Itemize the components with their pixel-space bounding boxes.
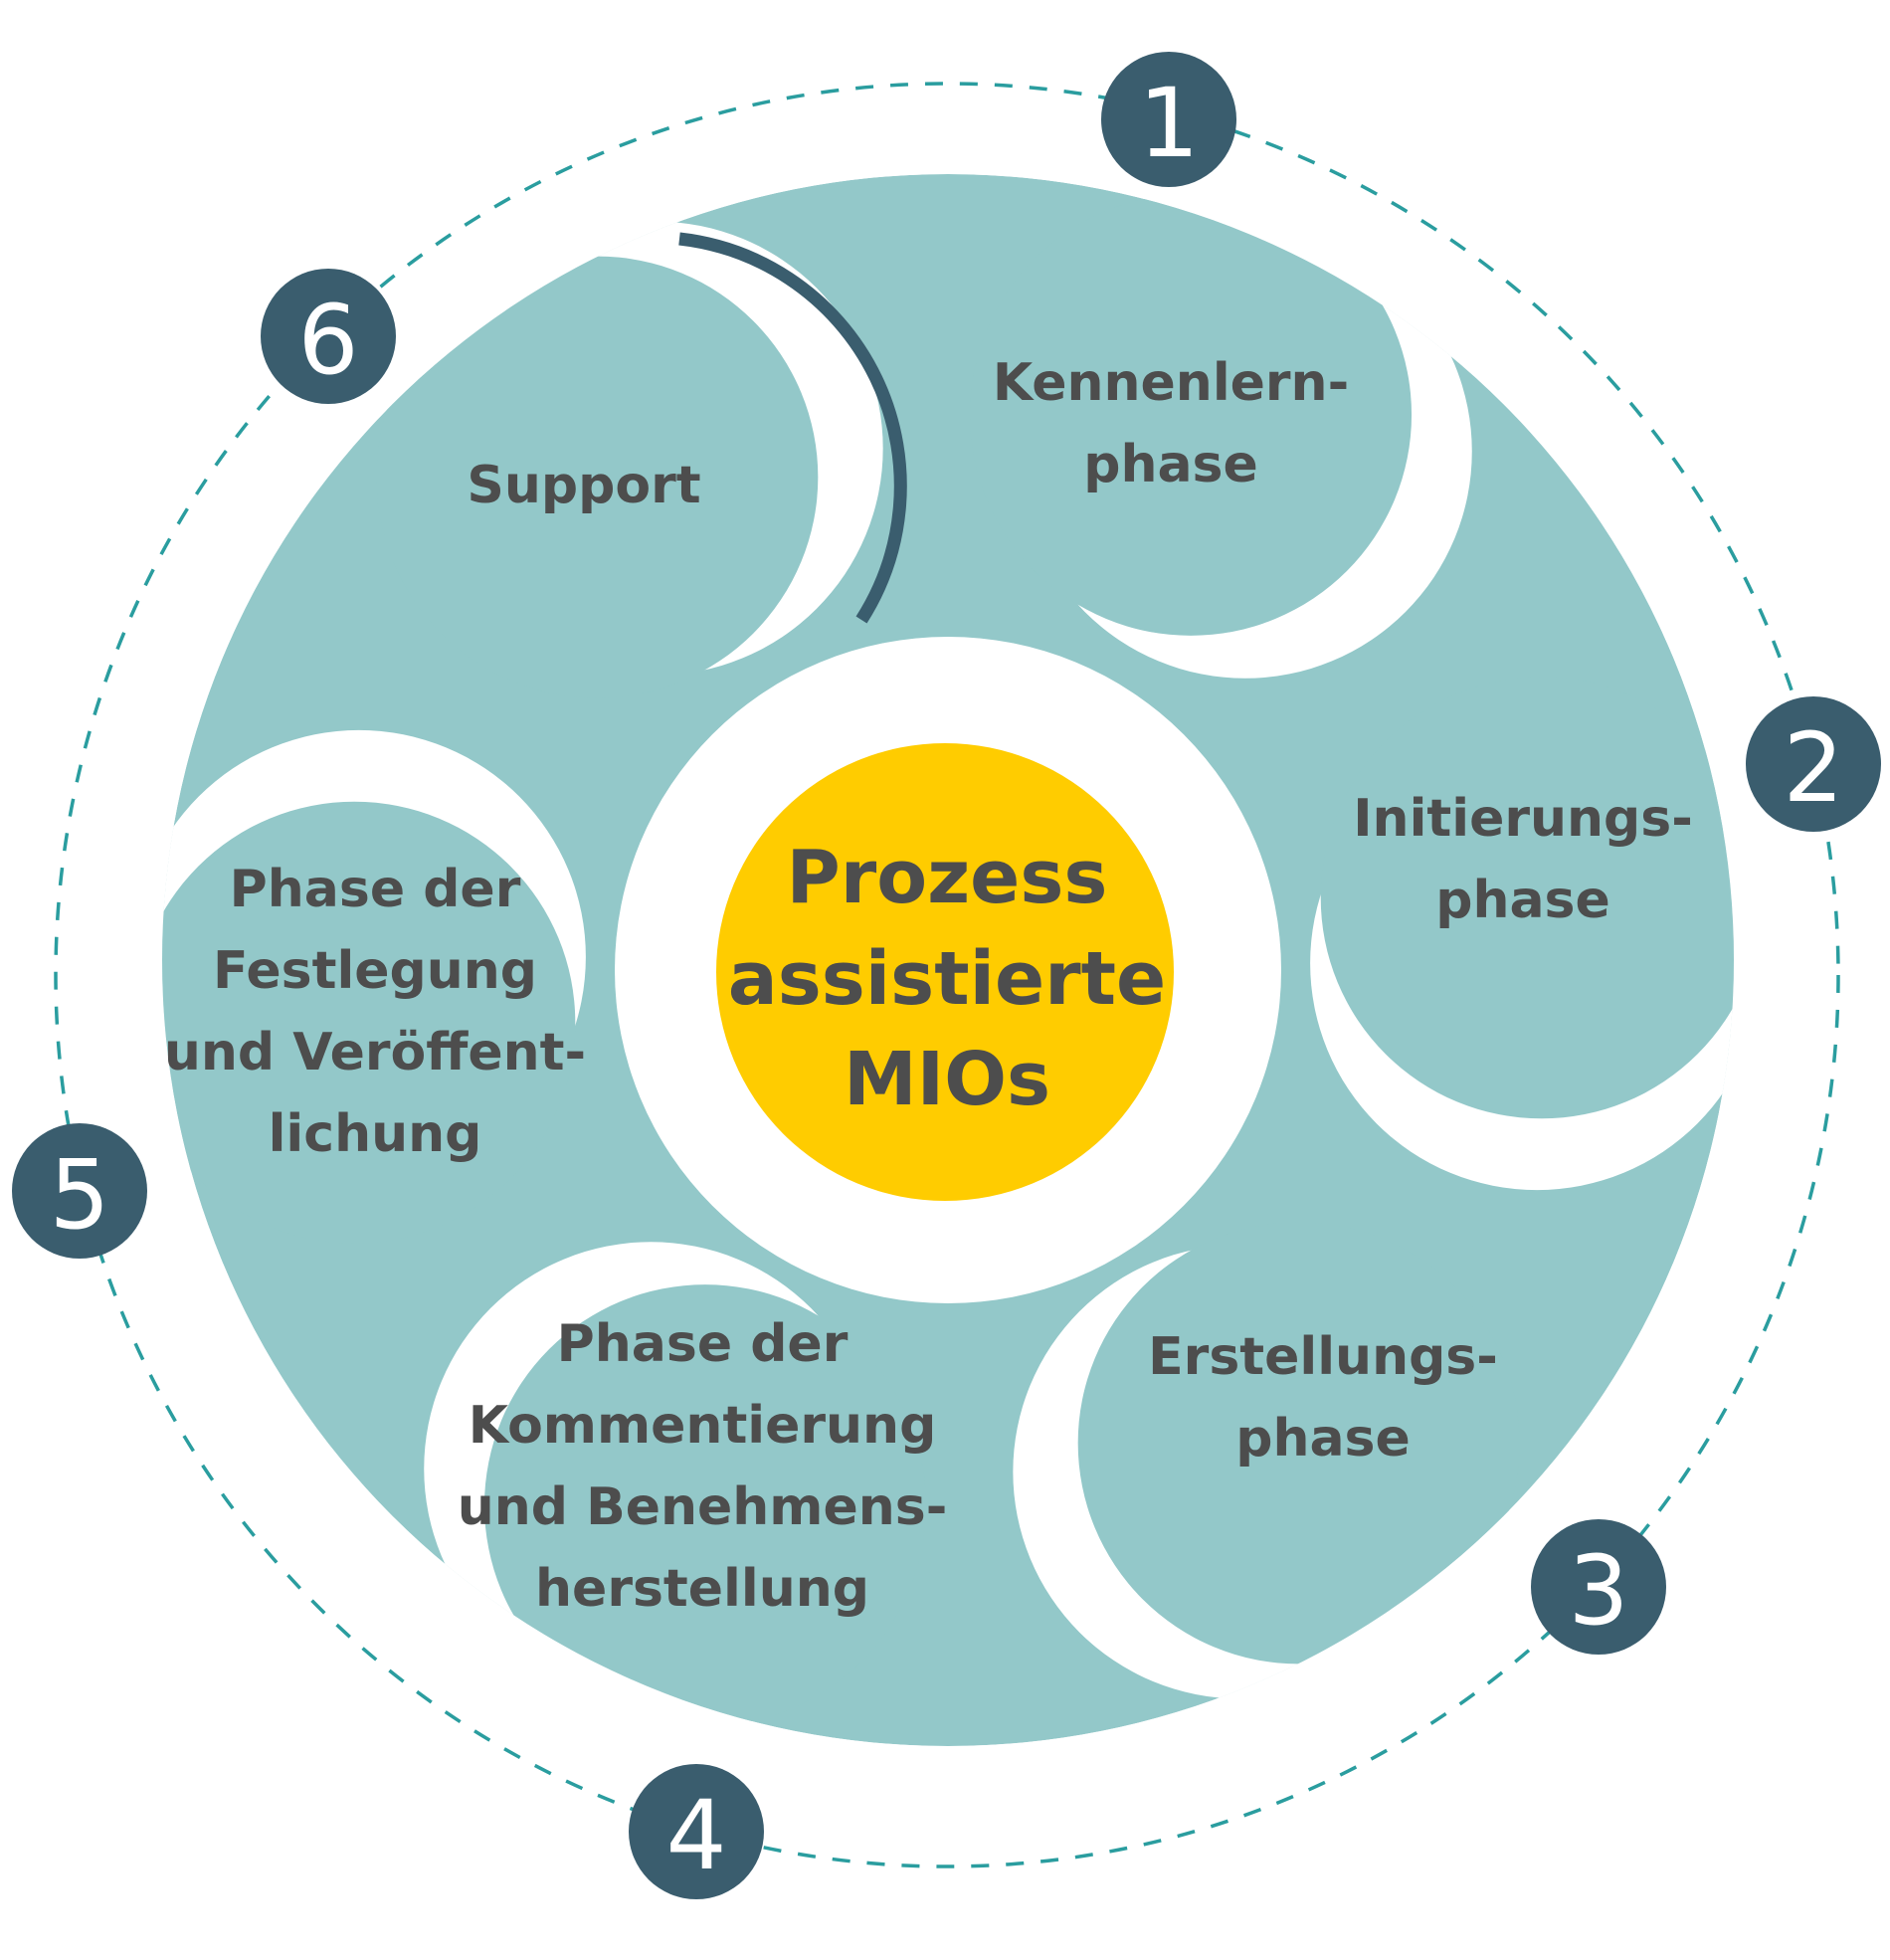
badge-circle (1101, 52, 1236, 187)
phase-badge-4[interactable]: 4 (629, 1764, 764, 1899)
center-title-line: assistierte (728, 936, 1166, 1022)
badge-circle (261, 269, 396, 404)
badge-number: 3 (1568, 1535, 1628, 1647)
phase-badge-5[interactable]: 5 (12, 1123, 147, 1259)
badge-number: 6 (297, 285, 358, 396)
phase-label-2: Initierungs-phase (1353, 789, 1693, 930)
phase-label-line: herstellung (535, 1559, 869, 1619)
phase-badge-1[interactable]: 1 (1101, 52, 1236, 187)
phase-label-1: Kennenlern-phase (993, 353, 1349, 494)
badge-number: 2 (1783, 712, 1843, 824)
center-circle (716, 743, 1174, 1201)
phase-lobe-5[interactable] (133, 801, 576, 1244)
phase-labels: Kennenlern-phaseInitierungs-phaseErstell… (164, 353, 1693, 1619)
phase-number-badges: 1 2 3 4 5 6 (12, 52, 1881, 1899)
phase-label-6: Support (467, 456, 700, 515)
center-title-line: MIOs (844, 1037, 1050, 1122)
phase-label-line: und Benehmens- (458, 1477, 948, 1537)
phase-label-line: phase (1435, 871, 1610, 930)
phase-label-line: Erstellungs- (1148, 1327, 1498, 1387)
phase-label-line: lichung (269, 1104, 482, 1164)
phase-label-line: Phase der (557, 1314, 849, 1374)
phase-lobe-6[interactable] (376, 256, 819, 698)
phase-label-line: Festlegung (213, 941, 537, 1001)
phase-label-line: Phase der (230, 860, 521, 919)
badge-number: 5 (49, 1139, 109, 1251)
phase-label-line: phase (1235, 1409, 1411, 1469)
phase-lobe-4[interactable] (483, 1284, 926, 1727)
phase-lobe-2[interactable] (1320, 677, 1763, 1119)
badge-number: 1 (1138, 68, 1199, 179)
badge-circle (1531, 1519, 1666, 1655)
badge-circle (1746, 696, 1881, 832)
phase-label-line: Kennenlern- (993, 353, 1349, 413)
badge-circle (12, 1123, 147, 1259)
phase-badge-3[interactable]: 3 (1531, 1519, 1666, 1655)
phase-label-3: Erstellungs-phase (1148, 1327, 1498, 1469)
support-accent-arc (678, 232, 907, 624)
phase-badge-2[interactable]: 2 (1746, 696, 1881, 832)
center-title: Prozess assistierte MIOs (728, 835, 1166, 1122)
phase-label-line: Initierungs- (1353, 789, 1693, 849)
phase-label-line: Kommentierung (469, 1396, 937, 1456)
badge-number: 4 (665, 1780, 726, 1891)
phase-label-line: und Veröffent- (164, 1023, 586, 1082)
phase-badge-6[interactable]: 6 (261, 269, 396, 404)
badge-circle (629, 1764, 764, 1899)
phase-label-line: Support (467, 456, 700, 515)
dashed-orbit-ring (54, 82, 1840, 1868)
phase-lobe-3[interactable] (1077, 1222, 1520, 1665)
phase-label-line: phase (1083, 435, 1258, 494)
center-title-line: Prozess (787, 835, 1108, 920)
phase-lobe-1[interactable] (970, 193, 1413, 636)
